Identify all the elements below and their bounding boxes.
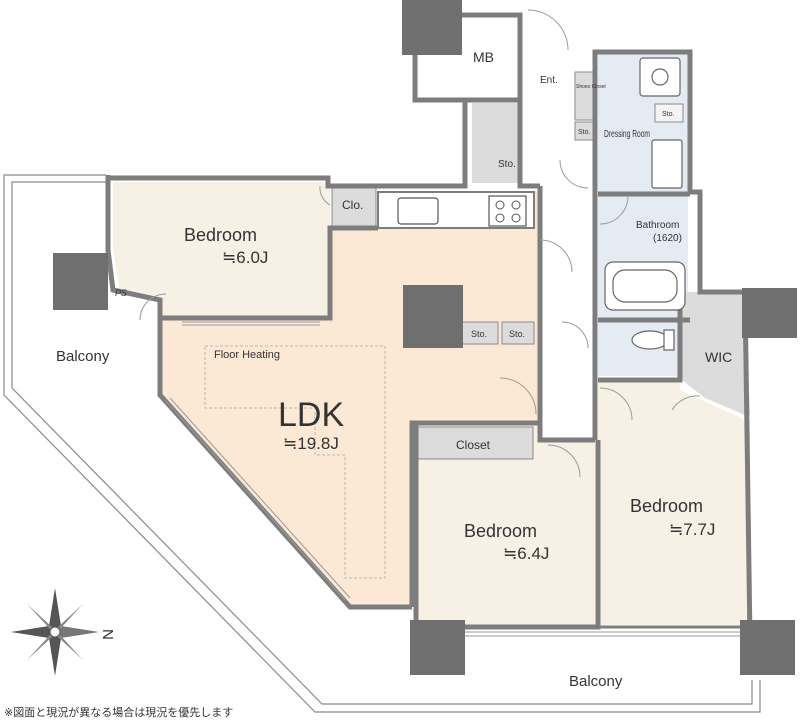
sto-small-2-label: Sto. — [509, 329, 525, 339]
bedroom-center-size: ≒6.4J — [503, 544, 549, 563]
bathroom-sub: (1620) — [653, 233, 682, 244]
sto-small-2-box — [501, 321, 535, 345]
bedroom-center-floor — [418, 425, 595, 625]
room-labels: LDK ≒19.8J Floor Heating Bedroom ≒6.0J B… — [56, 49, 732, 690]
pillar-west — [53, 253, 108, 310]
pillar-south-center — [410, 620, 465, 675]
door-arcs — [139, 9, 701, 478]
bathroom-label: Bathroom — [636, 220, 679, 231]
sto-hall-label: Sto. — [498, 159, 516, 170]
windows — [164, 321, 740, 637]
pillar-mb-top — [402, 0, 462, 55]
ldk-note: Floor Heating — [214, 349, 280, 361]
mb-label: MB — [473, 49, 494, 65]
clo-box — [331, 183, 377, 227]
balcony-south-label: Balcony — [569, 673, 623, 690]
bedroom-east-size: ≒7.7J — [669, 520, 715, 539]
bath-fixtures — [604, 57, 686, 351]
sink-icon — [397, 197, 439, 225]
pillar-ldk — [403, 285, 463, 348]
hall-storage-box — [472, 103, 520, 183]
entrance-label: Ent. — [540, 75, 558, 86]
ldk-size: ≒19.8J — [283, 434, 339, 453]
bedroom-west-size: ≒6.0J — [222, 248, 268, 267]
balcony-west-label: Balcony — [56, 348, 110, 365]
walls — [105, 49, 753, 641]
wic-floor — [682, 292, 750, 415]
bedroom-east-floor — [598, 380, 750, 625]
pillars — [53, 0, 797, 675]
footnote: ※図面と現況が異なる場合は現況を優先します — [4, 706, 234, 719]
bedroom-east-name: Bedroom — [630, 496, 703, 516]
bedroom-west-name: Bedroom — [184, 225, 257, 245]
compass-label: N — [99, 629, 116, 640]
bedroom-west-floor — [113, 182, 330, 318]
ldk-name: LDK — [278, 396, 344, 434]
wic-label: WIC — [705, 349, 732, 365]
sto-dress-box — [654, 103, 684, 123]
washing-machine-icon — [651, 139, 683, 189]
mb-enclosure — [412, 12, 523, 103]
shoes-closet-box — [574, 71, 596, 121]
shoes-closet-label: Shoes Closet — [576, 84, 606, 90]
bathtub-icon — [604, 261, 686, 311]
sto-shoes-label: Sto. — [578, 129, 591, 136]
closet-label: Closet — [456, 438, 491, 452]
floor-heating-outline — [204, 345, 386, 579]
pillar-east-top — [742, 288, 797, 338]
bedroom-center-name: Bedroom — [464, 521, 537, 541]
toilet-icon — [631, 330, 669, 350]
kitchen-counter — [377, 191, 535, 229]
pillar-south-east — [740, 620, 795, 675]
wash-basin-icon — [639, 57, 681, 97]
ps-label: PS — [115, 288, 127, 298]
sto-small-1-label: Sto. — [471, 329, 487, 339]
balcony-outline — [3, 174, 761, 713]
sto-dress-label: Sto. — [662, 111, 675, 118]
dressing-room-label: Dressing Room — [604, 129, 650, 140]
stove-icon — [488, 195, 527, 227]
clo-label: Clo. — [342, 198, 363, 212]
compass-icon — [11, 588, 99, 676]
